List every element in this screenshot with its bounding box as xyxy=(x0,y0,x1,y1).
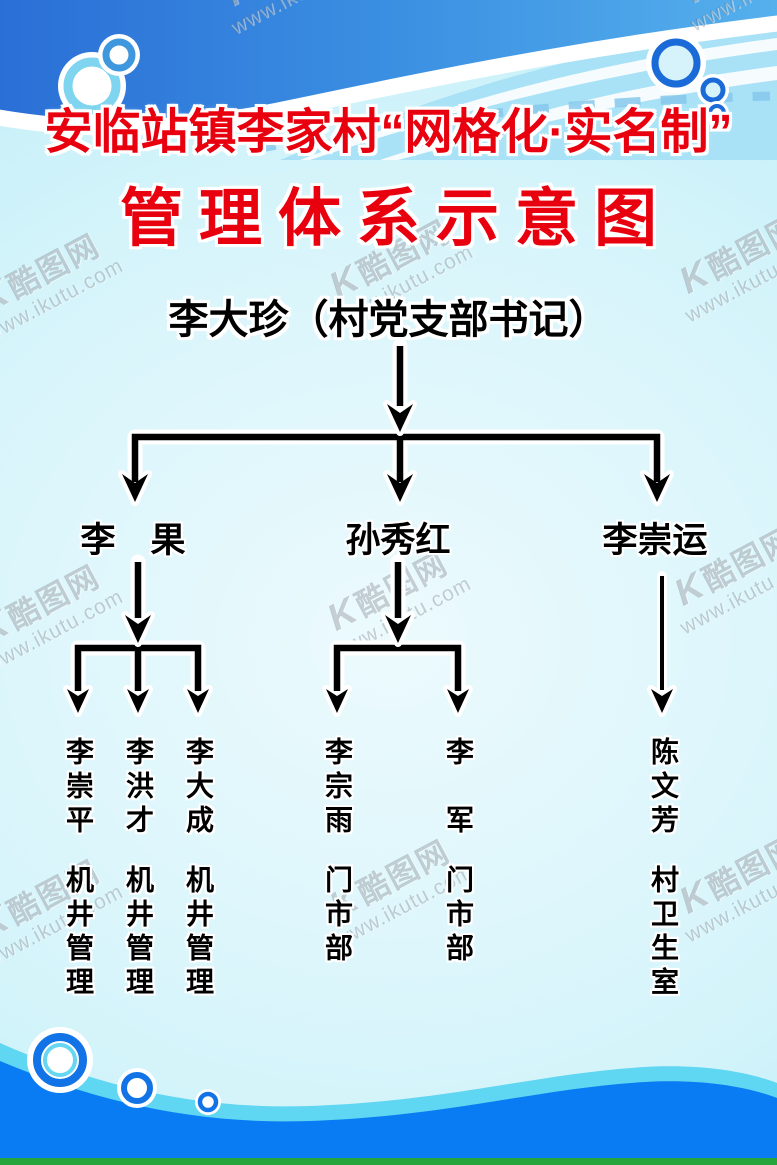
spacer xyxy=(77,839,79,865)
member-name: 李大成 xyxy=(183,737,214,839)
org-root-name: 李大珍（村党支部书记） xyxy=(168,298,609,342)
branch2-connector xyxy=(322,554,473,717)
spacer xyxy=(662,839,664,865)
member-name: 李洪才 xyxy=(123,737,154,839)
org-member-column: 李洪才机井管理 xyxy=(121,737,155,1001)
org-branch-label-2: 孙秀红 xyxy=(345,521,451,560)
org-member-column: 陈文芳村卫生室 xyxy=(646,737,680,1001)
poster-title-line2: 管理体系示意图 xyxy=(120,184,673,254)
branch1-connector xyxy=(63,554,213,717)
member-role: 门市部 xyxy=(322,865,353,967)
org-member-column: 李 军门市部 xyxy=(441,737,475,967)
member-name: 李崇平 xyxy=(63,737,94,839)
spacer xyxy=(457,839,459,865)
poster-title-line1: 安临站镇李家村“网格化·实名制” xyxy=(44,106,733,159)
spacer xyxy=(336,839,338,865)
member-role: 门市部 xyxy=(443,865,474,967)
footer-wave-decoration xyxy=(0,1027,777,1165)
org-branch-label-1: 李 果 xyxy=(80,521,186,560)
root-arrow xyxy=(383,340,417,436)
spacer xyxy=(197,839,199,865)
decor-circles-top-left xyxy=(58,34,140,120)
level1-connector xyxy=(118,429,674,506)
green-bottom-strip xyxy=(0,1158,777,1165)
org-member-column: 李大成机井管理 xyxy=(181,737,215,1001)
member-name: 陈文芳 xyxy=(648,737,679,839)
header-wave-decoration xyxy=(0,0,777,160)
member-role: 村卫生室 xyxy=(648,865,679,1001)
decor-circles-top-right xyxy=(646,33,729,125)
member-name: 李宗雨 xyxy=(322,737,353,839)
org-member-column: 李崇平机井管理 xyxy=(61,737,95,1001)
member-role: 机井管理 xyxy=(63,865,94,1001)
decor-circles-bottom-left xyxy=(27,1027,221,1115)
member-role: 机井管理 xyxy=(183,865,214,1001)
member-name: 李 军 xyxy=(443,737,474,839)
member-role: 机井管理 xyxy=(123,865,154,1001)
spacer xyxy=(137,839,139,865)
dashed-line-decoration xyxy=(249,91,771,155)
org-chart-connectors xyxy=(63,340,677,717)
org-member-column: 李宗雨门市部 xyxy=(320,737,354,967)
org-branch-label-3: 李崇运 xyxy=(602,521,708,560)
branch3-arrow xyxy=(647,571,677,717)
